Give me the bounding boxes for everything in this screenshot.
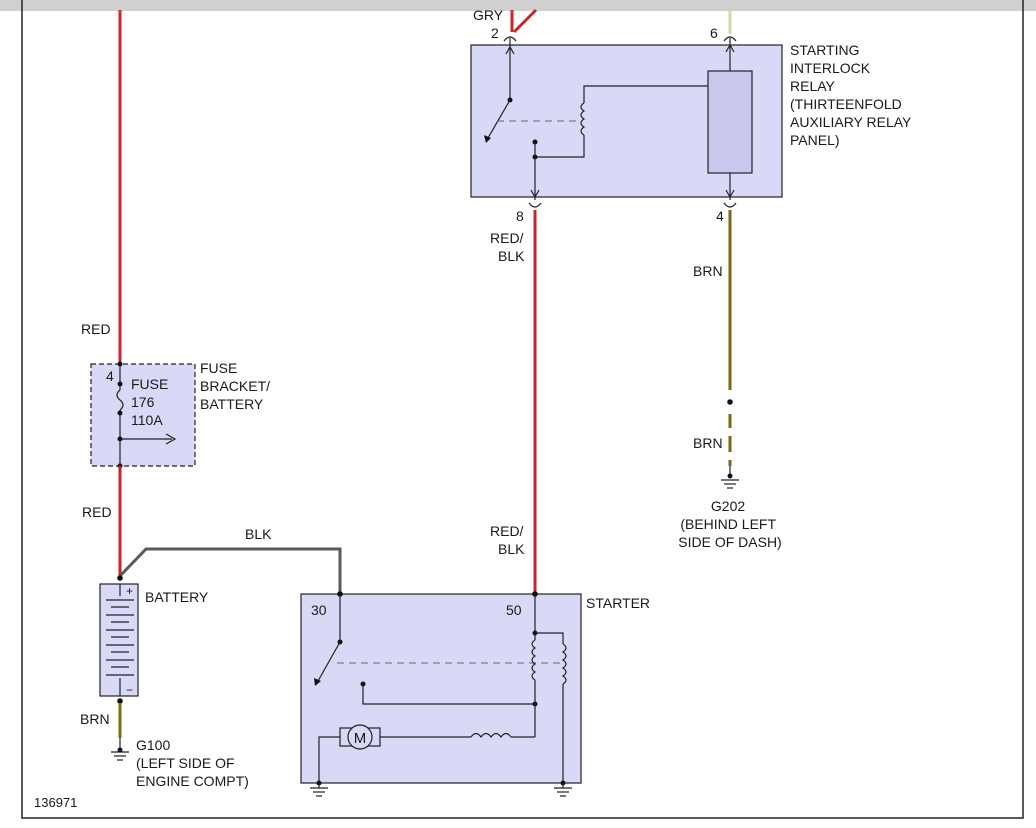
battery-minus: − xyxy=(126,683,133,697)
fuse-label-line: 176 xyxy=(131,394,155,410)
motor-icon: M xyxy=(339,724,381,750)
wire-label-brn-upper: BRN xyxy=(693,263,723,279)
diagram-border xyxy=(21,0,1024,819)
relay-title-line: INTERLOCK xyxy=(790,60,871,76)
relay-pin-4: 4 xyxy=(716,208,724,224)
wire-label-red-mid: RED xyxy=(82,504,112,520)
battery-plus: + xyxy=(126,584,133,598)
fuse-label-line: FUSE xyxy=(131,376,168,392)
red-blk-upper-line: BLK xyxy=(498,248,525,264)
g202-line: (BEHIND LEFT xyxy=(680,516,776,532)
motor-label: M xyxy=(354,730,367,747)
gry-wire-diagonal xyxy=(512,8,538,34)
starter-pin-30: 30 xyxy=(311,602,327,618)
wire-label-blk: BLK xyxy=(245,526,272,542)
window-top-bar xyxy=(0,0,1036,11)
fuse-label: FUSE 176 110A xyxy=(131,376,172,428)
g100-line: G100 xyxy=(136,737,170,753)
ground-g202-icon xyxy=(721,466,739,489)
fuse-bracket-line: BRACKET/ xyxy=(200,378,270,394)
ground-starter-right-icon xyxy=(554,783,572,797)
ground-starter-left-icon xyxy=(310,783,328,797)
relay-pin-6: 6 xyxy=(710,25,718,41)
fuse-bracket-line: FUSE xyxy=(200,360,237,376)
relay-title-line: RELAY xyxy=(790,78,836,94)
relay-title-line: PANEL) xyxy=(790,132,840,148)
wire-label-red-blk-upper: RED/ BLK xyxy=(490,230,527,264)
fuse-bracket-label: FUSE BRACKET/ BATTERY xyxy=(200,360,274,412)
wire-label-red-top: RED xyxy=(81,321,111,337)
relay-title-line: AUXILIARY RELAY xyxy=(790,114,912,130)
starter-label: STARTER xyxy=(586,595,650,611)
red-blk-lower-line: BLK xyxy=(498,541,525,557)
g100-line: ENGINE COMPT) xyxy=(136,773,249,789)
wire-label-gry: GRY xyxy=(473,7,504,23)
wire-label-brn-battery: BRN xyxy=(80,711,110,727)
g100-line: (LEFT SIDE OF xyxy=(136,755,235,771)
g202-line: G202 xyxy=(711,498,745,514)
ground-g100-label: G100 (LEFT SIDE OF ENGINE COMPT) xyxy=(136,737,249,789)
battery-label: BATTERY xyxy=(145,589,209,605)
relay-title-line: (THIRTEENFOLD xyxy=(790,96,902,112)
battery[interactable]: + − xyxy=(99,583,139,697)
blk-wire xyxy=(118,547,342,594)
fuse-pin-4: 4 xyxy=(106,368,114,384)
diagram-id: 136971 xyxy=(34,795,77,810)
starter[interactable]: 30 50 M xyxy=(300,591,582,786)
g202-line: SIDE OF DASH) xyxy=(678,534,781,550)
relay-pin-8: 8 xyxy=(516,208,524,224)
relay-title-line: STARTING xyxy=(790,42,860,58)
wire-label-brn-lower: BRN xyxy=(693,435,723,451)
relay-title: STARTING INTERLOCK RELAY (THIRTEENFOLD A… xyxy=(790,42,915,148)
fuse-label-line: 110A xyxy=(131,412,163,428)
starting-interlock-relay[interactable]: 2 6 8 4 xyxy=(470,25,783,224)
relay-coil xyxy=(707,70,753,174)
red-blk-lower-line: RED/ xyxy=(490,523,524,539)
red-blk-upper-line: RED/ xyxy=(490,230,524,246)
fuse-bracket-line: BATTERY xyxy=(200,396,264,412)
relay-pin-2: 2 xyxy=(491,25,499,41)
fuse-176[interactable]: 4 FUSE 176 110A xyxy=(90,361,196,469)
ground-g202-label: G202 (BEHIND LEFT SIDE OF DASH) xyxy=(678,498,781,550)
wire-label-red-blk-lower: RED/ BLK xyxy=(490,523,527,557)
starter-pin-50: 50 xyxy=(506,602,522,618)
